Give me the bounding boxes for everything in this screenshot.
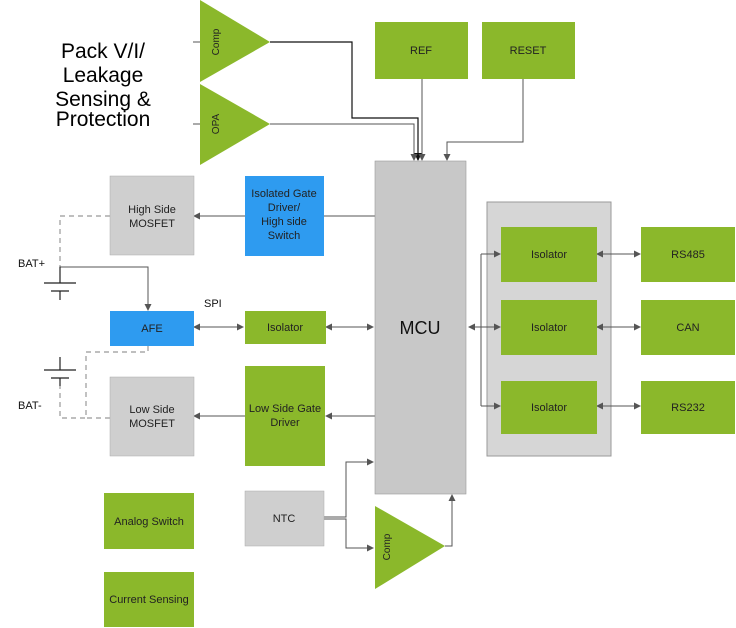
low-side-gate-driver-block: Low Side Gate Driver (245, 366, 325, 466)
analog-switch-block: Analog Switch (104, 493, 194, 549)
rs232-label: RS232 (671, 402, 705, 414)
opa-label: OPA (211, 113, 222, 134)
ref-label: REF (410, 45, 432, 57)
lsgd-line-2: Driver (270, 417, 300, 429)
lsgd-line-1: Low Side Gate (249, 403, 321, 415)
hs-mosfet-line-2: MOSFET (129, 218, 175, 230)
can-block: CAN (641, 300, 735, 355)
ref-block: REF (375, 22, 468, 79)
high-side-mosfet-block: High Side MOSFET (109, 175, 195, 256)
ntc-to-mcu-wire (324, 458, 374, 518)
isolator-2-label: Isolator (531, 322, 567, 334)
reset-label: RESET (510, 45, 547, 57)
isolator-spi-label: Isolator (267, 322, 303, 334)
current-sensing-block: Current Sensing (104, 572, 194, 627)
igd-line-1: Isolated Gate (251, 188, 316, 200)
isolator-1-block: Isolator (501, 227, 597, 282)
rs232-block: RS232 (641, 381, 735, 434)
hs-mosfet-line-1: High Side (128, 204, 176, 216)
ls-mosfet-line-1: Low Side (129, 404, 174, 416)
title-line-4: Protection (56, 108, 151, 131)
igd-line-2: Driver/ (268, 202, 301, 214)
analog-switch-label: Analog Switch (114, 516, 184, 528)
ntc-label: NTC (273, 513, 296, 525)
opa-amplifier: OPA (200, 84, 270, 165)
can-label: CAN (676, 322, 699, 334)
comp-bottom-to-mcu-wire (445, 494, 456, 547)
section-title: Pack V/I/ Leakage Sensing & Protection (55, 40, 151, 131)
comp-top-amplifier: Comp (200, 0, 270, 82)
mcu-block: MCU (374, 160, 467, 495)
hs-mosfet-dashed-link (59, 215, 110, 266)
bat-plus-to-afe-wire (59, 266, 152, 311)
afe-label: AFE (141, 323, 162, 335)
bat-minus-label: BAT- (18, 400, 42, 412)
isolator-2-block: Isolator (501, 300, 597, 355)
ls-mosfet-line-2: MOSFET (129, 418, 175, 430)
isolator-3-label: Isolator (531, 402, 567, 414)
reset-to-mcu-wire (443, 79, 524, 161)
connections (59, 41, 641, 552)
isolator-spi-block: Isolator (245, 311, 326, 344)
rs485-label: RS485 (671, 249, 705, 261)
comp-to-mcu-wire (270, 41, 422, 161)
ntc-block: NTC (244, 490, 325, 547)
igd-line-4: Switch (268, 230, 300, 242)
isolator-3-block: Isolator (501, 381, 597, 434)
spi-label: SPI (204, 298, 222, 310)
igd-line-3: High side (261, 216, 307, 228)
ntc-to-comp-wire (324, 518, 374, 552)
rs485-block: RS485 (641, 227, 735, 282)
afe-dashed-link (59, 346, 149, 419)
battery-symbol (44, 267, 76, 386)
opa-to-mcu-wire (270, 123, 418, 161)
isolator-1-label: Isolator (531, 249, 567, 261)
title-line-1: Pack V/I/ (61, 40, 145, 63)
bat-plus-label: BAT+ (18, 258, 45, 270)
title-line-2: Leakage (63, 64, 144, 87)
title-line-3: Sensing & (55, 88, 151, 111)
afe-block: AFE (110, 311, 194, 346)
comp-top-label: Comp (211, 28, 222, 55)
reset-block: RESET (482, 22, 575, 79)
comp-bottom-amplifier: Comp (375, 506, 445, 589)
isolated-gate-driver-block: Isolated Gate Driver/ High side Switch (245, 176, 324, 256)
current-sensing-label: Current Sensing (109, 594, 189, 606)
low-side-mosfet-block: Low Side MOSFET (109, 376, 195, 457)
mcu-label: MCU (400, 318, 441, 338)
comp-bottom-label: Comp (382, 533, 393, 560)
